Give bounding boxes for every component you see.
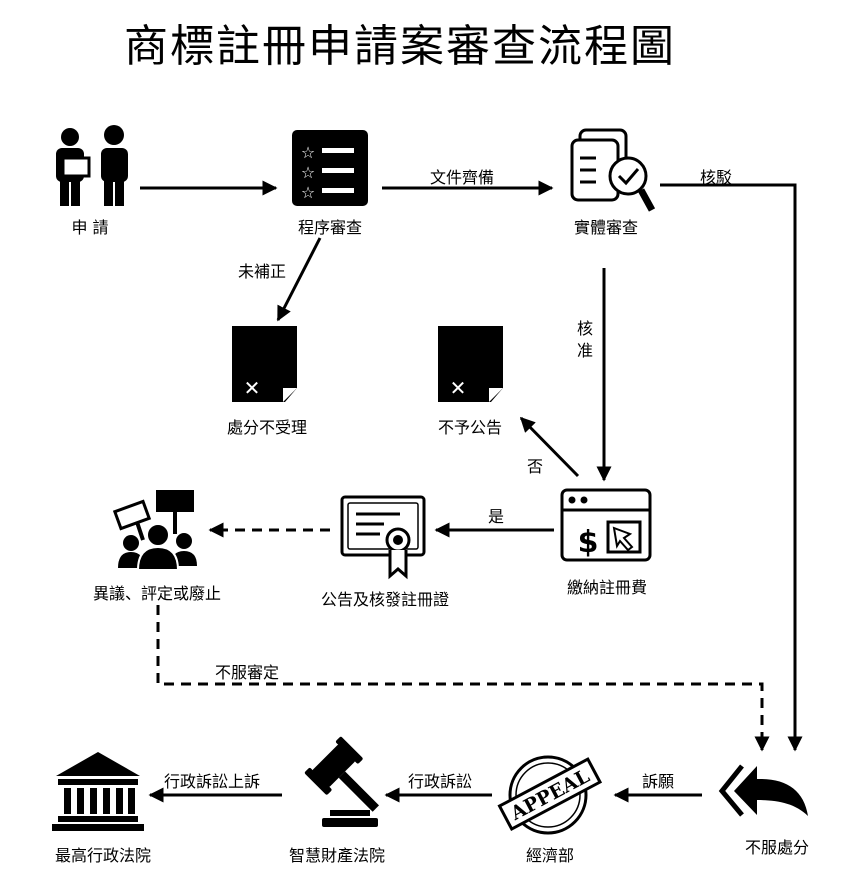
node-apply-label: 申 請: [71, 218, 109, 237]
edge-admin-appeal-label: 行政訴訟上訴: [164, 772, 261, 791]
arrow-payment-to-nopublication: [519, 416, 580, 478]
node-substantive-review-label: 實體審查: [573, 218, 638, 237]
svg-text:☆: ☆: [301, 183, 315, 202]
diagram-title: 商標註冊申請案審查流程圖: [124, 21, 676, 72]
svg-text:☆: ☆: [301, 143, 315, 162]
edge-approved-label: 核准: [577, 319, 594, 360]
node-moea-label: 經濟部: [525, 846, 574, 865]
dashed-arrow-opposition-to-dissatisfied: [156, 605, 770, 752]
edge-not-corrected-label: 未補正: [238, 262, 287, 281]
edge-docs-ready-label: 文件齊備: [430, 168, 495, 187]
back-arrow-icon: [718, 764, 808, 817]
gavel-icon: [304, 736, 380, 827]
edge-no-label: 否: [527, 457, 544, 476]
node-opposition-label: 異議、評定或廢止: [92, 584, 221, 603]
node-not-accepted-label: 處分不受理: [226, 418, 307, 437]
edge-petition-label: 訴願: [642, 772, 675, 791]
arrow-formal-to-notaccepted: [276, 237, 322, 322]
svg-text:☆: ☆: [301, 163, 315, 182]
node-formal-review-label: 程序審查: [297, 218, 362, 237]
appeal-stamp-icon: APPEAL: [497, 755, 603, 835]
edge-yes-label: 是: [488, 507, 505, 526]
edge-dissatisfied-ruling-label: 不服審定: [215, 663, 280, 682]
svg-text:$: $: [578, 525, 599, 560]
node-ip-court-label: 智慧財產法院: [288, 846, 385, 865]
svg-text:✕: ✕: [244, 376, 261, 400]
payment-window-icon: $: [560, 488, 652, 562]
edge-admin-litigation-label: 行政訴訟: [408, 772, 473, 791]
rejected-document-icon: ✕: [232, 326, 297, 402]
protest-crowd-icon: [112, 490, 197, 571]
node-dissatisfied-label: 不服處分: [744, 838, 809, 857]
courthouse-icon: [52, 752, 144, 831]
node-no-publication-label: 不予公告: [437, 418, 502, 437]
node-certificate-label: 公告及核發註冊證: [320, 590, 449, 609]
checklist-icon: ☆ ☆ ☆: [292, 130, 368, 206]
node-supreme-court-label: 最高行政法院: [54, 846, 151, 865]
edge-dismissed-label: 核駁: [700, 168, 733, 187]
arrow-dismissed-to-dissatisfied: [660, 183, 803, 752]
rejected-document-icon: ✕: [438, 326, 503, 402]
svg-text:✕: ✕: [450, 376, 467, 400]
node-pay-fee-label: 繳納註冊費: [566, 578, 647, 597]
document-magnifier-icon: [570, 128, 656, 212]
certificate-icon: [340, 495, 426, 580]
applicant-icon: [56, 125, 128, 206]
